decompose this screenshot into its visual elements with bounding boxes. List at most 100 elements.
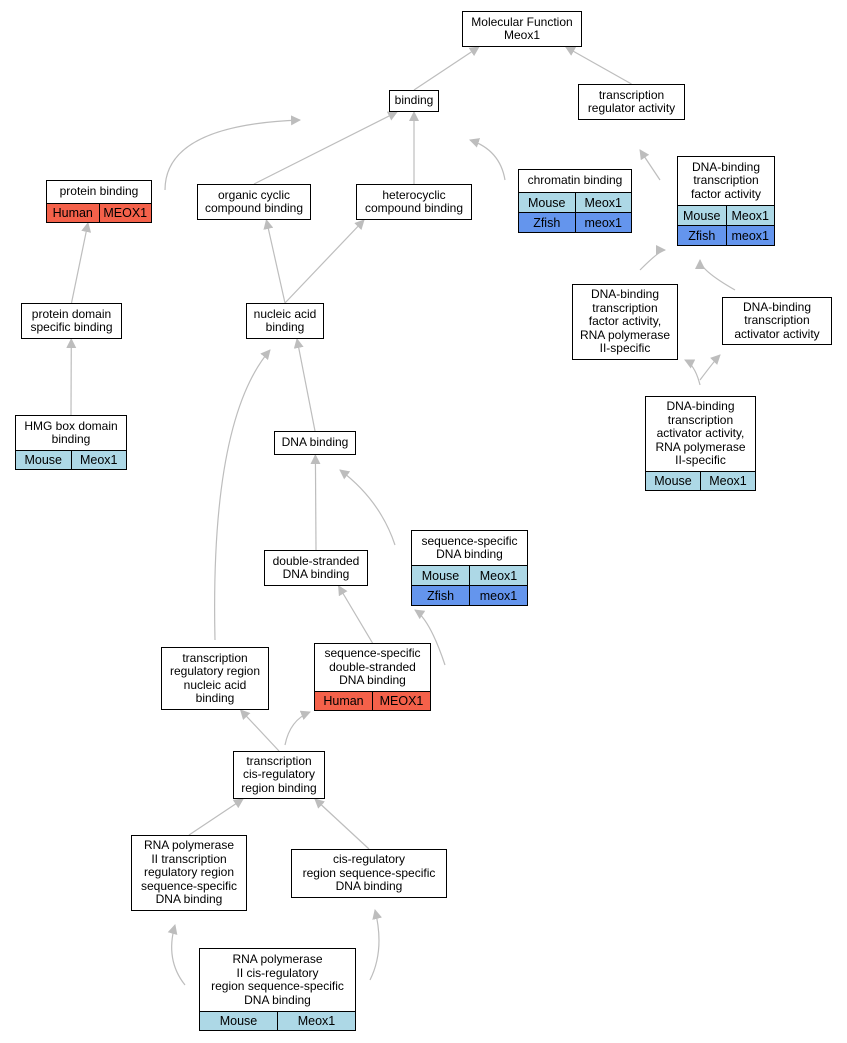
go-term-label: sequence-specific double-stranded DNA bi… <box>324 646 421 688</box>
go-term-label: RNA polymerase II cis-regulatory region … <box>211 952 344 1007</box>
go-term-label: chromatin binding <box>527 173 623 188</box>
go-term-node[interactable]: DNA-binding transcription activator acti… <box>645 396 756 491</box>
is-a-edge <box>684 359 701 386</box>
is-a-edge <box>339 469 396 546</box>
go-term-node[interactable]: DNA-binding transcription activator acti… <box>722 297 832 345</box>
is-a-edge <box>239 709 280 752</box>
annotation-row: Human MEOX1 <box>315 691 430 710</box>
species-cell[interactable]: Mouse <box>654 474 692 488</box>
go-term-label: sequence-specific DNA binding <box>421 533 518 561</box>
go-term-label: transcription regulatory region nucleic … <box>169 650 261 705</box>
go-term-label: DNA-binding transcription activator acti… <box>734 299 820 341</box>
go-term-node[interactable]: DNA-binding transcription factor activit… <box>572 284 678 360</box>
is-a-edge <box>70 222 92 304</box>
is-a-edge <box>214 349 271 641</box>
gene-cell[interactable]: Meox1 <box>574 193 632 212</box>
gene-cell[interactable]: meox1 <box>574 213 632 232</box>
is-a-edge <box>639 245 666 271</box>
gene-cell[interactable]: MEOX1 <box>98 204 152 222</box>
annotation-row: Zfish meox1 <box>678 225 774 245</box>
go-term-node[interactable]: heterocyclic compound binding <box>356 184 472 220</box>
go-term-node[interactable]: double-stranded DNA binding <box>264 550 368 586</box>
go-term-node[interactable]: nucleic acid binding <box>246 303 324 339</box>
go-term-label: protein domain specific binding <box>30 306 113 334</box>
gene-cell[interactable]: Meox1 <box>469 566 527 585</box>
annotation-row: Mouse Meox1 <box>646 471 755 490</box>
annotation-row: Mouse Meox1 <box>412 565 527 585</box>
go-term-node[interactable]: protein domain specific binding <box>21 303 122 339</box>
is-a-edge <box>338 585 374 644</box>
go-term-label: transcription regulator activity <box>587 87 676 115</box>
gene-cell[interactable]: meox1 <box>725 226 775 245</box>
species-cell[interactable]: Human <box>52 206 93 220</box>
go-term-label: protein binding <box>59 184 139 199</box>
annotation-row: Mouse Meox1 <box>200 1011 355 1030</box>
gene-cell[interactable]: Meox1 <box>70 451 127 469</box>
species-cell[interactable]: Zfish <box>426 588 455 603</box>
gene-cell[interactable]: Meox1 <box>277 1012 355 1030</box>
gene-cell[interactable]: meox1 <box>469 586 527 605</box>
is-a-edge <box>699 354 721 381</box>
go-term-label: binding <box>394 93 434 108</box>
species-cell[interactable]: Human <box>323 694 364 708</box>
is-a-edge <box>695 259 736 291</box>
annotation-row: Mouse Meox1 <box>678 205 774 225</box>
is-a-edge <box>293 338 316 432</box>
go-term-label: DNA-binding transcription factor activit… <box>579 287 671 356</box>
annotation-row: Human MEOX1 <box>47 203 151 222</box>
go-term-node[interactable]: Molecular Function Meox1 <box>462 11 582 47</box>
gene-cell[interactable]: Meox1 <box>725 206 775 225</box>
is-a-edge <box>469 138 506 181</box>
go-term-node[interactable]: DNA-binding transcription factor activit… <box>677 156 775 246</box>
is-a-edge <box>314 798 370 850</box>
annotation-row: Mouse Meox1 <box>519 192 631 212</box>
go-term-node[interactable]: sequence-specific double-stranded DNA bi… <box>314 643 431 711</box>
annotation-row: Zfish meox1 <box>519 212 631 232</box>
annotation-row: Mouse Meox1 <box>16 450 126 469</box>
is-a-edge <box>164 115 301 191</box>
is-a-edge <box>188 798 244 836</box>
go-term-label: HMG box domain binding <box>24 418 118 446</box>
species-cell[interactable]: Mouse <box>421 568 460 583</box>
is-a-edge <box>167 924 186 986</box>
go-term-node[interactable]: organic cyclic compound binding <box>197 184 311 220</box>
is-a-edge <box>284 710 311 746</box>
species-cell[interactable]: Zfish <box>533 215 561 230</box>
go-term-node[interactable]: transcription regulator activity <box>578 84 685 120</box>
is-a-edge <box>564 46 632 85</box>
go-term-node[interactable]: RNA polymerase II cis-regulatory region … <box>199 948 356 1031</box>
gene-cell[interactable]: MEOX1 <box>372 692 430 710</box>
species-cell[interactable]: Mouse <box>24 453 63 467</box>
go-term-node[interactable]: transcription cis-regulatory region bind… <box>233 751 325 799</box>
is-a-edge <box>414 609 446 666</box>
is-a-edge <box>263 219 286 304</box>
go-term-label: DNA-binding transcription activator acti… <box>655 399 746 468</box>
is-a-edge <box>369 909 383 981</box>
species-cell[interactable]: Mouse <box>219 1014 258 1028</box>
go-term-label: DNA binding <box>281 435 349 450</box>
go-term-label: RNA polymerase II transcription regulato… <box>140 838 238 907</box>
gene-cell[interactable]: Meox1 <box>700 472 755 490</box>
go-term-node[interactable]: RNA polymerase II transcription regulato… <box>131 835 247 911</box>
is-a-edge <box>284 219 365 304</box>
go-term-node[interactable]: transcription regulatory region nucleic … <box>161 647 269 710</box>
go-term-node[interactable]: binding <box>389 90 439 112</box>
species-cell[interactable]: Mouse <box>527 195 566 210</box>
species-cell[interactable]: Mouse <box>682 208 721 223</box>
go-term-node[interactable]: cis-regulatory region sequence-specific … <box>291 849 447 898</box>
go-term-label: Molecular Function Meox1 <box>471 14 573 42</box>
go-term-label: heterocyclic compound binding <box>364 187 464 215</box>
go-term-label: DNA-binding transcription factor activit… <box>690 159 762 201</box>
is-a-edge <box>253 111 398 185</box>
go-term-label: double-stranded DNA binding <box>272 553 360 581</box>
is-a-edge <box>310 454 321 551</box>
go-term-label: transcription cis-regulatory region bind… <box>241 753 317 795</box>
species-cell[interactable]: Zfish <box>688 228 716 243</box>
go-term-node[interactable]: DNA binding <box>274 431 356 455</box>
